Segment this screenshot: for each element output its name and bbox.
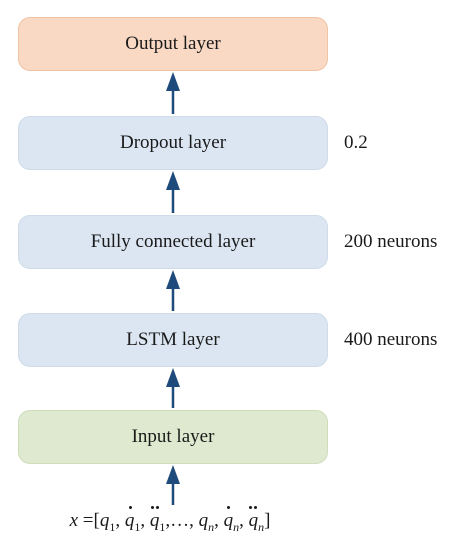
fully-connected-layer-label: Fully connected layer [90,231,256,252]
comma: , [140,510,146,531]
input-variable: x [69,510,79,531]
fully-connected-neurons-note: 200 neurons [344,231,438,252]
input-layer-box: Input layer [18,410,328,464]
q-dot-term: q [223,506,234,531]
subscript: 1 [134,519,141,534]
comma: , [214,510,219,531]
comma: , [189,510,194,531]
output-layer-label: Output layer [125,33,221,54]
arrow-dropout-to-output [166,72,180,114]
q-term: q [198,510,209,531]
arrow-fc-to-dropout [166,171,180,213]
subscript-n: n [233,519,240,534]
equals-bracket: =[ [82,510,100,531]
q-term: q [99,510,110,531]
subscript-n: n [258,519,265,534]
lstm-layer-label: LSTM layer [126,329,220,350]
q-ddot-term: q [149,506,160,531]
dropout-rate-note: 0.2 [344,132,368,153]
comma: , [239,510,244,531]
fully-connected-layer-box: Fully connected layer [18,215,328,269]
input-vector-formula: x =[q1, q1, q1,…, qn, qn, qn] [0,506,340,535]
ellipsis: … [170,510,190,531]
output-layer-box: Output layer [18,17,328,71]
subscript: 1 [109,519,116,534]
lstm-layer-box: LSTM layer [18,313,328,367]
q-ddot-term: q [248,506,259,531]
comma: , [115,510,121,531]
input-layer-label: Input layer [131,426,215,447]
lstm-neurons-note: 400 neurons [344,329,438,350]
comma: , [165,510,171,531]
arrow-lstm-to-fc [166,270,180,311]
dropout-layer-label: Dropout layer [119,132,227,153]
subscript-n: n [208,519,215,534]
subscript: 1 [159,519,166,534]
q-dot-term: q [124,506,135,531]
dropout-layer-box: Dropout layer [18,116,328,170]
arrow-input-to-lstm [166,368,180,408]
arrow-vector-to-input [166,465,180,505]
close-bracket: ] [264,510,271,531]
